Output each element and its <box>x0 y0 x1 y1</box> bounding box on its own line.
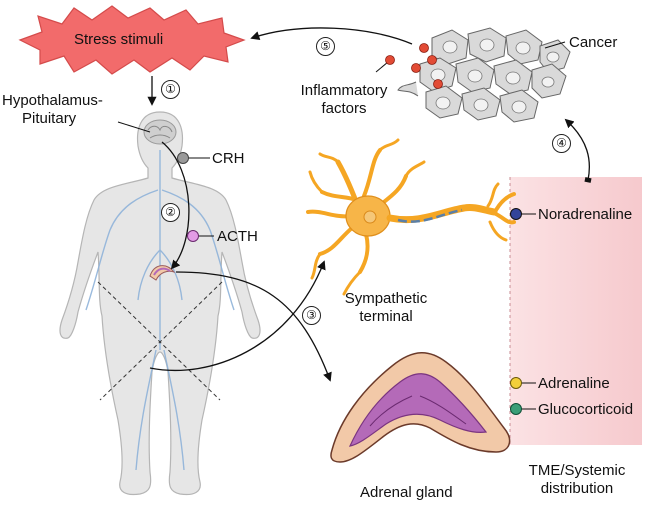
adrenaline-label: Adrenaline <box>538 375 610 392</box>
tme-band <box>510 177 642 445</box>
crh-dot <box>177 152 189 164</box>
sympathetic-label-2: terminal <box>359 308 413 325</box>
inflammatory-label-2: factors <box>321 100 367 117</box>
hypothalamus-label-1: Hypothalamus- <box>2 92 103 109</box>
glucocorticoid-label: Glucocorticoid <box>538 401 634 418</box>
adrenaline-dot <box>510 377 522 389</box>
arrow-step-2 <box>161 141 190 270</box>
arrow-step-4 <box>564 118 592 183</box>
stress-label: Stress stimuli <box>74 31 164 48</box>
acth-label: ACTH <box>217 228 258 245</box>
crh-label: CRH <box>212 150 245 167</box>
sympathetic-label-1: Sympathetic <box>344 290 428 307</box>
tme-label-2: distribution <box>540 480 614 497</box>
brain-icon <box>143 119 177 145</box>
starburst-icon <box>18 5 246 75</box>
adrenal-gland-icon <box>330 352 511 463</box>
adrenal-label: Adrenal gland <box>360 484 453 501</box>
inflammatory-factor-dots <box>411 43 443 89</box>
cancer-label: Cancer <box>569 34 618 51</box>
noradrenaline-label: Noradrenaline <box>538 206 633 223</box>
acth-dot <box>187 230 199 242</box>
step-4-marker: ④ <box>552 134 571 153</box>
neuron-axon <box>386 204 498 224</box>
step-1-marker: ① <box>161 80 180 99</box>
hypothalamus-label-2: Pituitary <box>22 110 77 127</box>
glucocorticoid-dot <box>510 403 522 415</box>
step-2-marker: ② <box>161 203 180 222</box>
tme-label-1: TME/Systemic <box>528 462 626 479</box>
human-body-icon <box>59 111 261 496</box>
arrow-step-3b <box>175 271 332 382</box>
step-5-marker: ⑤ <box>316 37 335 56</box>
step-3-marker: ③ <box>302 306 321 325</box>
arrow-step-5 <box>250 27 413 45</box>
arrow-step-3a <box>149 260 326 372</box>
noradrenaline-dot <box>510 208 522 220</box>
inflammatory-label-1: Inflammatory <box>300 82 388 99</box>
tumor-cells-icon <box>397 27 571 123</box>
